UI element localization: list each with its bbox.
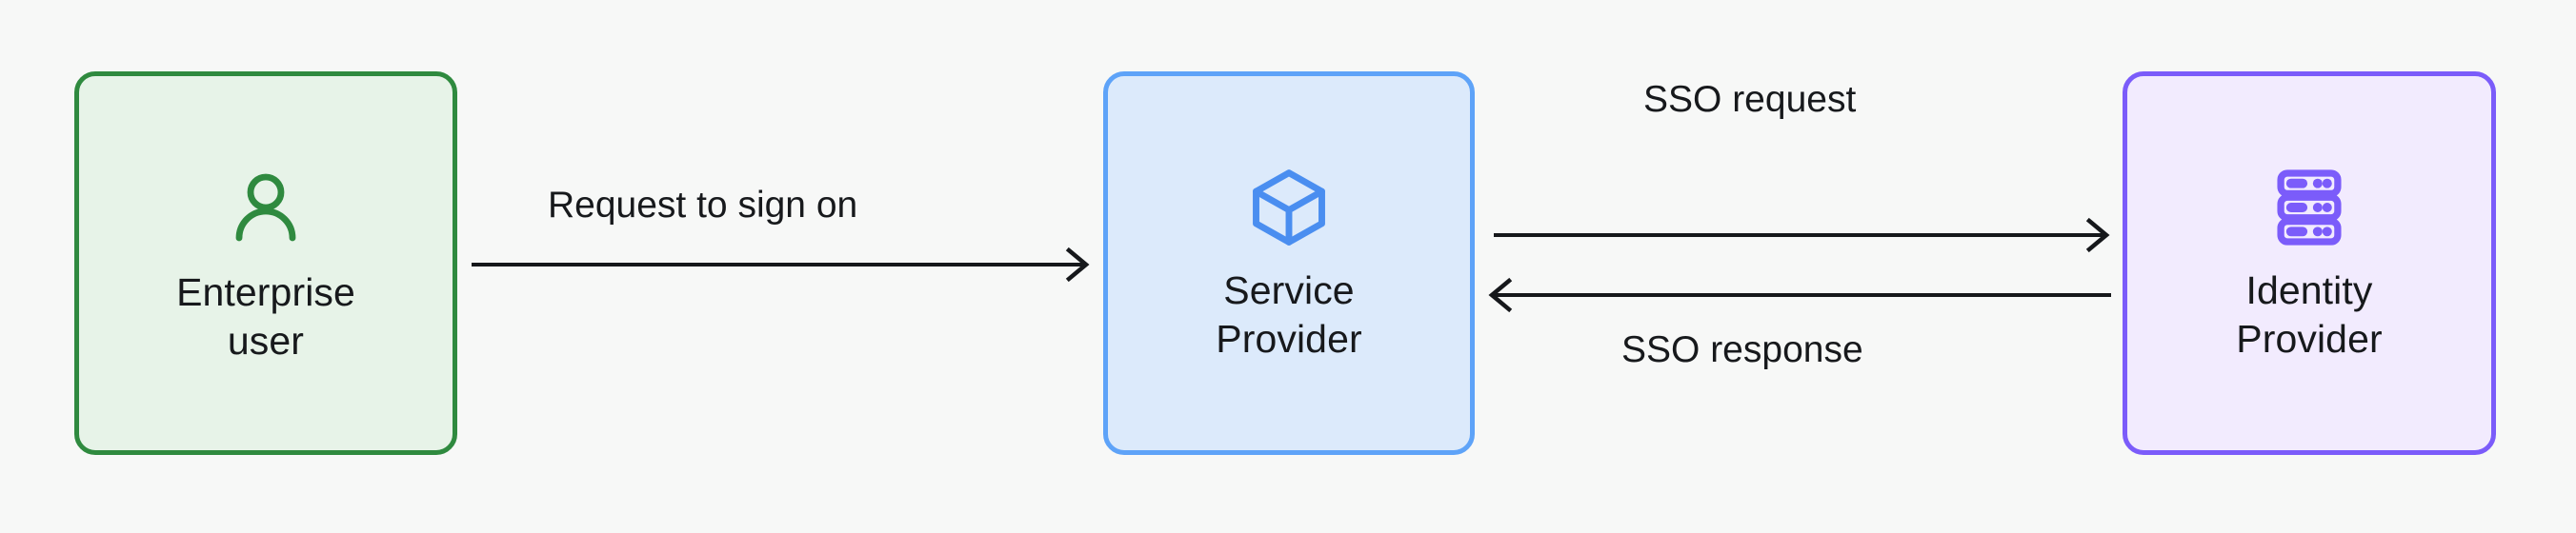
node-label-enterprise-user: Enterprise user [176, 270, 355, 363]
edge-label-sso-request: SSO request [1643, 79, 1857, 120]
cube-icon [1245, 164, 1333, 251]
node-enterprise-user[interactable]: Enterprise user [74, 71, 457, 455]
edge-sso-response [1488, 277, 2111, 313]
node-label-identity-provider: Identity Provider [2236, 268, 2383, 361]
edge-sso-request [1494, 217, 2110, 253]
edge-label-sso-response: SSO response [1621, 329, 1863, 370]
edge-label-request-to-sign-on: Request to sign on [548, 185, 858, 226]
node-identity-provider[interactable]: Identity Provider [2123, 71, 2496, 455]
user-icon [220, 162, 312, 253]
node-label-service-provider: Service Provider [1216, 268, 1362, 361]
server-rack-icon [2265, 164, 2353, 251]
node-service-provider[interactable]: Service Provider [1103, 71, 1475, 455]
edge-request-to-sign-on [472, 247, 1090, 283]
